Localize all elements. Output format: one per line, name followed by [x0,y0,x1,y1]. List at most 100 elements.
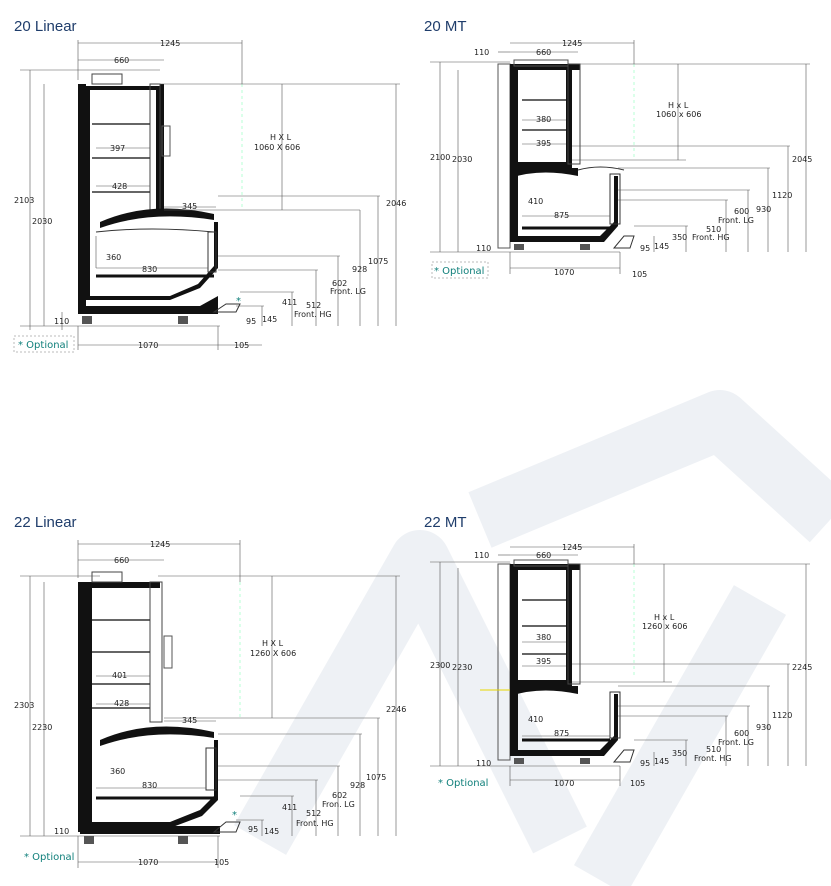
cabinet-side-view [497,59,635,250]
dim-front-lg-label: Fron. LG [322,800,355,809]
dimension-labels: 1245 660 110 H x L 1060 x 606 380 395 41… [430,39,812,279]
dim-shelf-b: 428 [114,699,129,708]
dim-hxl-value: 1260 X 606 [250,649,296,658]
dim-inner-total-height: 2230 [32,723,52,732]
dim-base-height: 110 [476,759,491,768]
optional-note: * Optional [18,340,68,351]
dim-145: 145 [654,242,669,251]
dim-shelf-b: 395 [536,139,551,148]
dim-step: 345 [182,716,197,725]
dim-base-width: 1070 [554,268,574,277]
dim-front-hg-value: 510 [706,225,721,234]
dimension-labels: 1245 660 H X L 1260 X 606 401 428 345 36… [14,540,406,867]
dim-inner-total-height: 2230 [452,663,472,672]
dim-1075: 1075 [366,773,386,782]
dim-930: 930 [756,723,771,732]
dim-411: 411 [282,298,297,307]
dim-411: 411 [282,803,297,812]
dimension-labels: 1245 660 110 H x L 1260 x 606 380 395 41… [430,543,812,789]
dim-front-hg-value: 512 [306,809,321,818]
dim-total-height: 2103 [14,196,34,205]
dim-top-width: 1245 [150,540,170,549]
dim-1120: 1120 [772,191,792,200]
dim-base-height: 110 [54,317,69,326]
dim-top-width: 1245 [562,543,582,552]
dim-base-width: 1070 [138,858,158,867]
dim-depth: 660 [114,56,129,65]
dim-hxl-label: H x L [654,613,675,622]
dimension-labels: 1245 660 H X L 1060 X 606 397 428 345 36… [13,39,406,353]
dim-total-height: 2303 [14,701,34,710]
dim-hxl-label: H X L [270,133,292,142]
dimension-lines [20,540,400,868]
dim-front-hg-value: 510 [706,745,721,754]
drawing-20-linear: 1245 660 H X L 1060 X 606 397 428 345 36… [13,39,406,353]
optional-star: * [236,296,241,307]
dim-base-height: 110 [54,827,69,836]
dim-inner-total-height: 2030 [32,217,52,226]
dim-step: 345 [182,202,197,211]
dim-depth: 660 [536,551,551,560]
dim-928: 928 [350,781,365,790]
dim-hxl-label: H X L [262,639,284,648]
dim-inner-total-height: 2030 [452,155,472,164]
dim-95: 95 [248,825,258,834]
dim-145: 145 [264,827,279,836]
dim-shelf-b: 428 [112,182,127,191]
dim-inner-width: 830 [142,781,157,790]
panel-title: 20 Linear [14,18,77,35]
dim-inner-height: 410 [528,197,543,206]
dim-930: 930 [756,205,771,214]
dim-hxl-value: 1060 X 606 [254,143,300,152]
dim-145: 145 [654,757,669,766]
dim-front-hg-label: Front. HG [296,819,334,828]
dim-95: 95 [246,317,256,326]
dim-shelf-b: 395 [536,657,551,666]
dim-inner-width: 830 [142,265,157,274]
dim-shelf-a: 380 [536,633,551,642]
dim-1075: 1075 [368,257,388,266]
dim-front-hg-label: Front. HG [294,310,332,319]
dim-95: 95 [640,244,650,253]
dim-top-width: 1245 [562,39,582,48]
dim-base-width: 1070 [554,779,574,788]
dim-top-width: 1245 [160,39,180,48]
dim-foot-width: 105 [632,270,647,279]
optional-note: * Optional [434,266,484,277]
dim-front-lg-value: 602 [332,791,347,800]
dim-front-lg-value: 600 [734,207,749,216]
panel-22-mt: 22 MT [410,496,820,876]
drawing-22-mt: 1245 660 110 H x L 1260 x 606 380 395 41… [430,543,812,789]
dim-95: 95 [640,759,650,768]
dim-front-hg-label: Front. HG [692,233,730,242]
cabinet-side-view [78,73,241,324]
dim-foot-width: 105 [630,779,645,788]
dim-depth: 660 [114,556,129,565]
dim-total-height: 2300 [430,661,450,670]
dim-inner-height: 360 [106,253,121,262]
dim-left-offset: 110 [474,551,489,560]
dim-hxl-value: 1060 x 606 [656,110,701,119]
dim-front-lg-value: 602 [332,279,347,288]
dim-right-height: 2046 [386,199,406,208]
cabinet-side-view [480,559,635,764]
dim-base-width: 1070 [138,341,158,350]
dim-928: 928 [352,265,367,274]
drawing-20-mt: 1245 660 110 H x L 1060 x 606 380 395 41… [430,39,812,279]
dim-inner-height: 360 [110,767,125,776]
dim-front-lg-label: Front. LG [330,287,366,296]
dim-inner-width: 875 [554,211,569,220]
optional-note: * Optional [24,852,74,863]
panel-title: 22 Linear [14,514,77,531]
panel-22-linear: 22 Linear [0,496,410,876]
dim-front-hg-value: 512 [306,301,321,310]
dim-shelf-a: 397 [110,144,125,153]
dim-right-height: 2246 [386,705,406,714]
dim-right-height: 2045 [792,155,812,164]
dimension-lines [430,544,810,786]
dim-inner-width: 875 [554,729,569,738]
panel-20-linear: 20 Linear [0,0,410,380]
optional-star: * [232,810,237,821]
dim-inner-height: 410 [528,715,543,724]
dim-350: 350 [672,233,687,242]
